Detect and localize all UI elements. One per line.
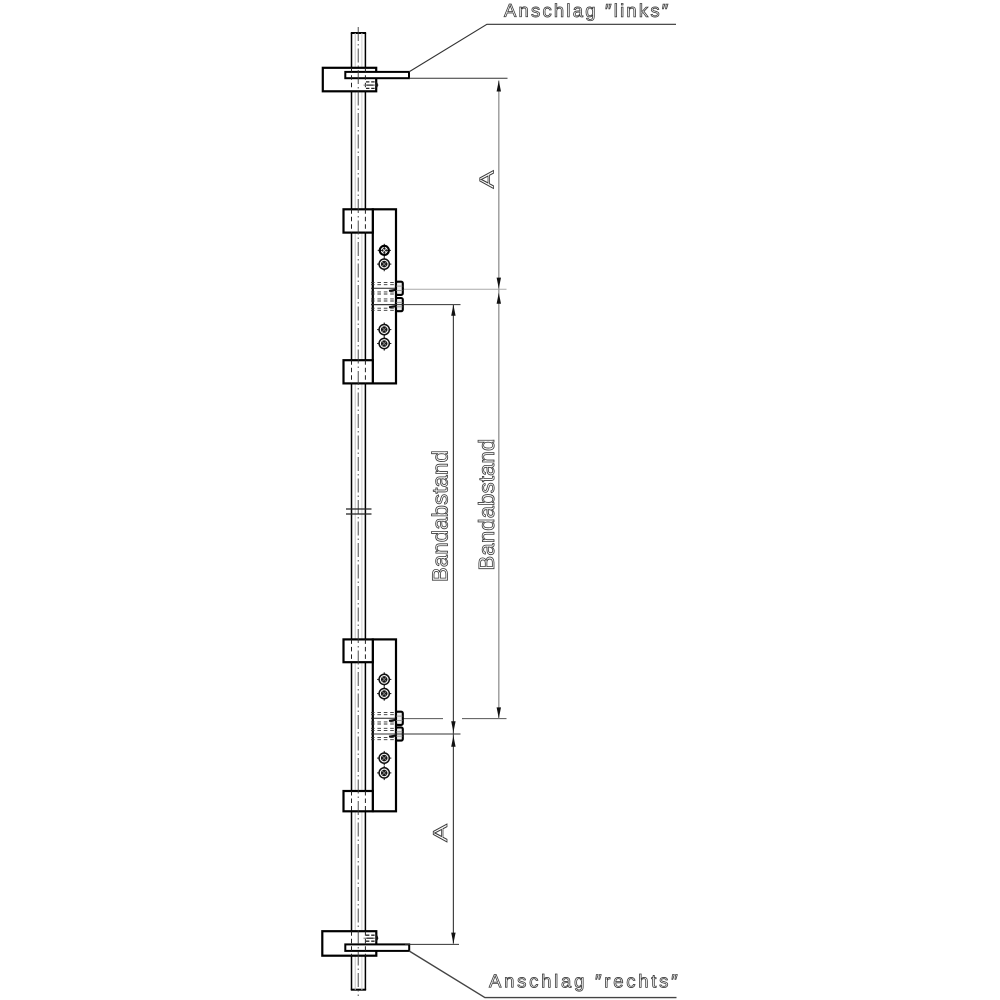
svg-text:Bandabstand: Bandabstand: [474, 439, 499, 571]
svg-text:A: A: [477, 170, 499, 189]
svg-text:Anschlag ″links″: Anschlag ″links″: [504, 0, 671, 21]
svg-text:A: A: [430, 823, 452, 842]
svg-text:Bandabstand: Bandabstand: [428, 450, 453, 582]
svg-text:Anschlag ″rechts″: Anschlag ″rechts″: [489, 970, 680, 991]
